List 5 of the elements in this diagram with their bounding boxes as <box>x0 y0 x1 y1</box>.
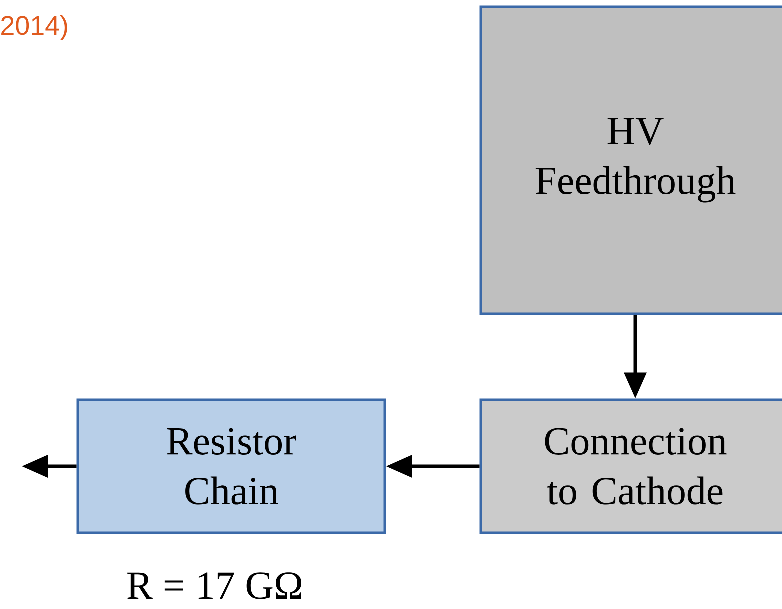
process-box: Connection to Cathode <box>480 398 782 534</box>
citation-text: 2014) <box>2 15 68 41</box>
resistance-label: R = 17 GΩ <box>128 572 302 600</box>
process-box: Resistor Chain <box>76 398 386 534</box>
process-box: HV Feedthrough <box>480 6 782 316</box>
